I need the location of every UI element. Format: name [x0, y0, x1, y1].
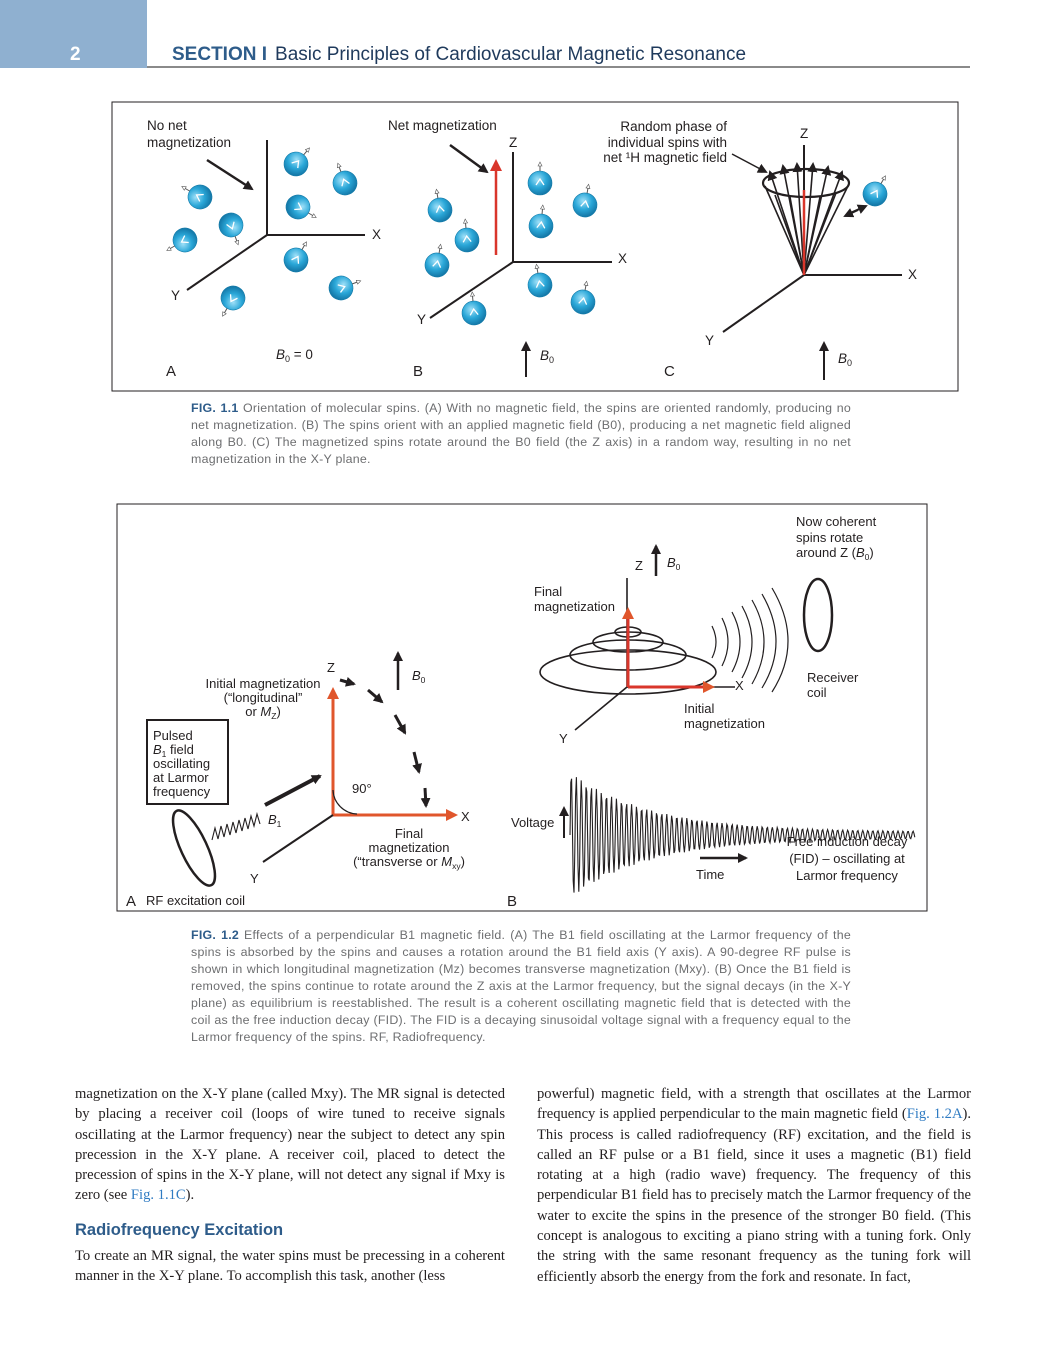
label-fid-3: Larmor frequency	[796, 868, 898, 883]
label-rf-coil: RF excitation coil	[146, 893, 245, 908]
label-final-b-1: Final	[534, 584, 562, 599]
label-b1: B1	[268, 812, 282, 829]
running-header: SECTION I Basic Principles of Cardiovascu…	[172, 44, 746, 66]
label-final-3: (“transverse or Mxy)	[353, 854, 465, 871]
figure-link[interactable]: Fig. 1.1C	[130, 1187, 186, 1204]
label-pulsed-3: oscillating	[153, 756, 210, 771]
axis-z-2b: Z	[635, 558, 643, 573]
caption-label: FIG. 1.1	[191, 401, 239, 415]
axis-y-2a: Y	[250, 871, 259, 886]
label-initial-b-1: Initial	[684, 701, 714, 716]
label-now-2: spins rotate	[796, 530, 863, 545]
axis-x-a: X	[372, 227, 381, 242]
label-initial-3: or MZ)	[245, 704, 281, 721]
label-voltage: Voltage	[511, 815, 554, 830]
label-now-1: Now coherent	[796, 514, 877, 529]
page-number: 2	[70, 44, 81, 65]
figure-1-2: Pulsed B1 field oscillating at Larmor fr…	[116, 503, 928, 912]
label-b0-b: B0	[540, 348, 554, 365]
section-title: Basic Principles of Cardiovascular Magne…	[275, 44, 747, 65]
label-b0-2a: B0	[412, 668, 426, 685]
caption-label: FIG. 1.2	[191, 928, 240, 942]
label-b0-zero: B0 = 0	[276, 347, 313, 364]
caption-text: Effects of a perpendicular B1 magnetic f…	[191, 928, 851, 1044]
precession-cone	[761, 162, 851, 276]
axis-x-2a: X	[461, 809, 470, 824]
panel-label-c: C	[664, 363, 675, 380]
paragraph-text: ).	[185, 1187, 195, 1204]
label-random-2: individual spins with	[608, 135, 727, 150]
label-initial-b-2: magnetization	[684, 716, 765, 731]
pulsed-b1-box	[146, 719, 229, 805]
paragraph: powerful) magnetic field, with a strengt…	[537, 1084, 971, 1287]
label-receiver-2: coil	[807, 685, 827, 700]
rotation-dashed-arrows	[339, 676, 431, 808]
label-initial-2: (“longitudinal”	[224, 690, 303, 705]
axis-x-c: X	[908, 267, 917, 282]
label-random-1: Random phase of	[620, 119, 727, 134]
label-fid-1: Free induction decay	[787, 834, 908, 849]
page-number-box	[0, 0, 147, 68]
label-receiver-1: Receiver	[807, 670, 859, 685]
panel-b-spins	[422, 161, 602, 327]
angle-label: 90°	[352, 781, 372, 796]
panel-a-spins	[160, 139, 366, 323]
body-right-column: powerful) magnetic field, with a strengt…	[537, 1084, 971, 1287]
figure-link[interactable]: Fig. 1.2A	[906, 1106, 963, 1123]
axis-y-b: Y	[417, 312, 426, 327]
axis-z-2a: Z	[327, 660, 335, 675]
radiating-waves	[711, 587, 789, 693]
figure-1-2-frame	[116, 503, 928, 912]
label-b0-2b: B0	[667, 555, 681, 572]
label-final-1: Final	[395, 826, 423, 841]
axis-z-c: Z	[800, 126, 808, 141]
figure-1-1-frame	[111, 101, 959, 392]
label-final-2: magnetization	[369, 840, 450, 855]
panel-label-a: A	[166, 363, 176, 380]
paragraph-text: magnetization on the X-Y plane (called M…	[75, 1086, 505, 1204]
label-pulsed-1: Pulsed	[153, 728, 193, 743]
label-net-magnetization: Net magnetization	[388, 118, 497, 133]
panel-label-2b: B	[507, 893, 517, 910]
label-pulsed-5: frequency	[153, 784, 211, 799]
axis-x-b: X	[618, 251, 627, 266]
figure-1-2-caption: FIG. 1.2 Effects of a perpendicular B1 m…	[191, 927, 851, 1046]
paragraph: magnetization on the X-Y plane (called M…	[75, 1084, 505, 1206]
panel-label-b: B	[413, 363, 423, 380]
label-initial-1: Initial magnetization	[206, 676, 321, 691]
paragraph: To create an MR signal, the water spins …	[75, 1248, 505, 1285]
section-heading: Radiofrequency Excitation	[75, 1220, 284, 1239]
paragraph-text: powerful) magnetic field, with a strengt…	[537, 1086, 971, 1123]
section-label: SECTION I	[172, 44, 268, 65]
label-time: Time	[696, 867, 724, 882]
panel-a-axes	[186, 140, 365, 291]
rf-pulse-wave	[211, 811, 261, 841]
figure-1-1: No net magnetization X Y B0 = 0 A Net ma…	[111, 101, 959, 392]
label-b0-c: B0	[838, 351, 852, 368]
label-final-b-2: magnetization	[534, 599, 615, 614]
rf-excitation-coil	[171, 809, 217, 887]
axis-x-2b: X	[735, 678, 744, 693]
label-fid-2: (FID) – oscillating at	[789, 851, 905, 866]
panel-label-2a: A	[126, 893, 136, 910]
body-left-column: magnetization on the X-Y plane (called M…	[75, 1084, 505, 1287]
fid-signal	[569, 777, 916, 893]
label-pulsed-4: at Larmor	[153, 770, 209, 785]
label-no-net-1: No net	[147, 118, 187, 133]
receiver-coil	[802, 577, 834, 653]
caption-text: Orientation of molecular spins. (A) With…	[191, 401, 851, 466]
label-pulsed-2: B1 field	[153, 742, 194, 759]
axis-y-c: Y	[705, 333, 714, 348]
paragraph-text: ). This process is called radiofrequency…	[537, 1106, 972, 1285]
label-now-3: around Z (B0)	[796, 545, 874, 562]
label-no-net-2: magnetization	[147, 135, 231, 150]
header-rule	[147, 66, 970, 68]
axis-y-a: Y	[171, 288, 180, 303]
label-random-3: net ¹H magnetic field	[603, 150, 727, 165]
figure-1-1-caption: FIG. 1.1 Orientation of molecular spins.…	[191, 400, 851, 468]
panel-b-axes	[429, 152, 612, 319]
axis-y-2b: Y	[559, 731, 568, 746]
axis-z-b: Z	[509, 135, 517, 150]
